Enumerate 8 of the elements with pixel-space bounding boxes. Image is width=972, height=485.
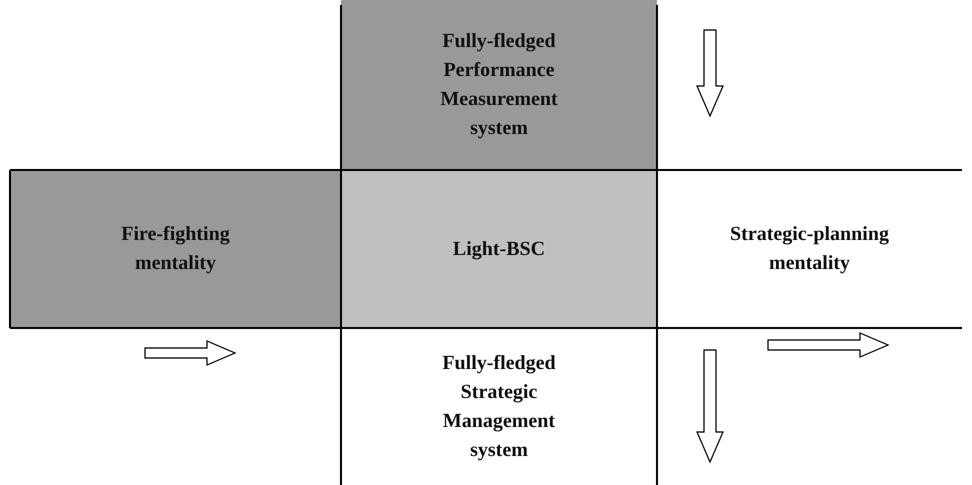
grid-cell — [341, 170, 657, 328]
grid-cell — [341, 0, 657, 170]
cell-text: Fully-fledged Strategic Management system — [441, 350, 557, 462]
cell-text: Fire-fighting mentality — [120, 222, 231, 276]
cell-text: Light-BSC — [452, 236, 546, 262]
cell-text: Strategic-planning mentality — [729, 222, 890, 276]
grid-cell — [10, 170, 341, 328]
cell-text: Fully-fledged Performance Measurement system — [439, 29, 559, 141]
